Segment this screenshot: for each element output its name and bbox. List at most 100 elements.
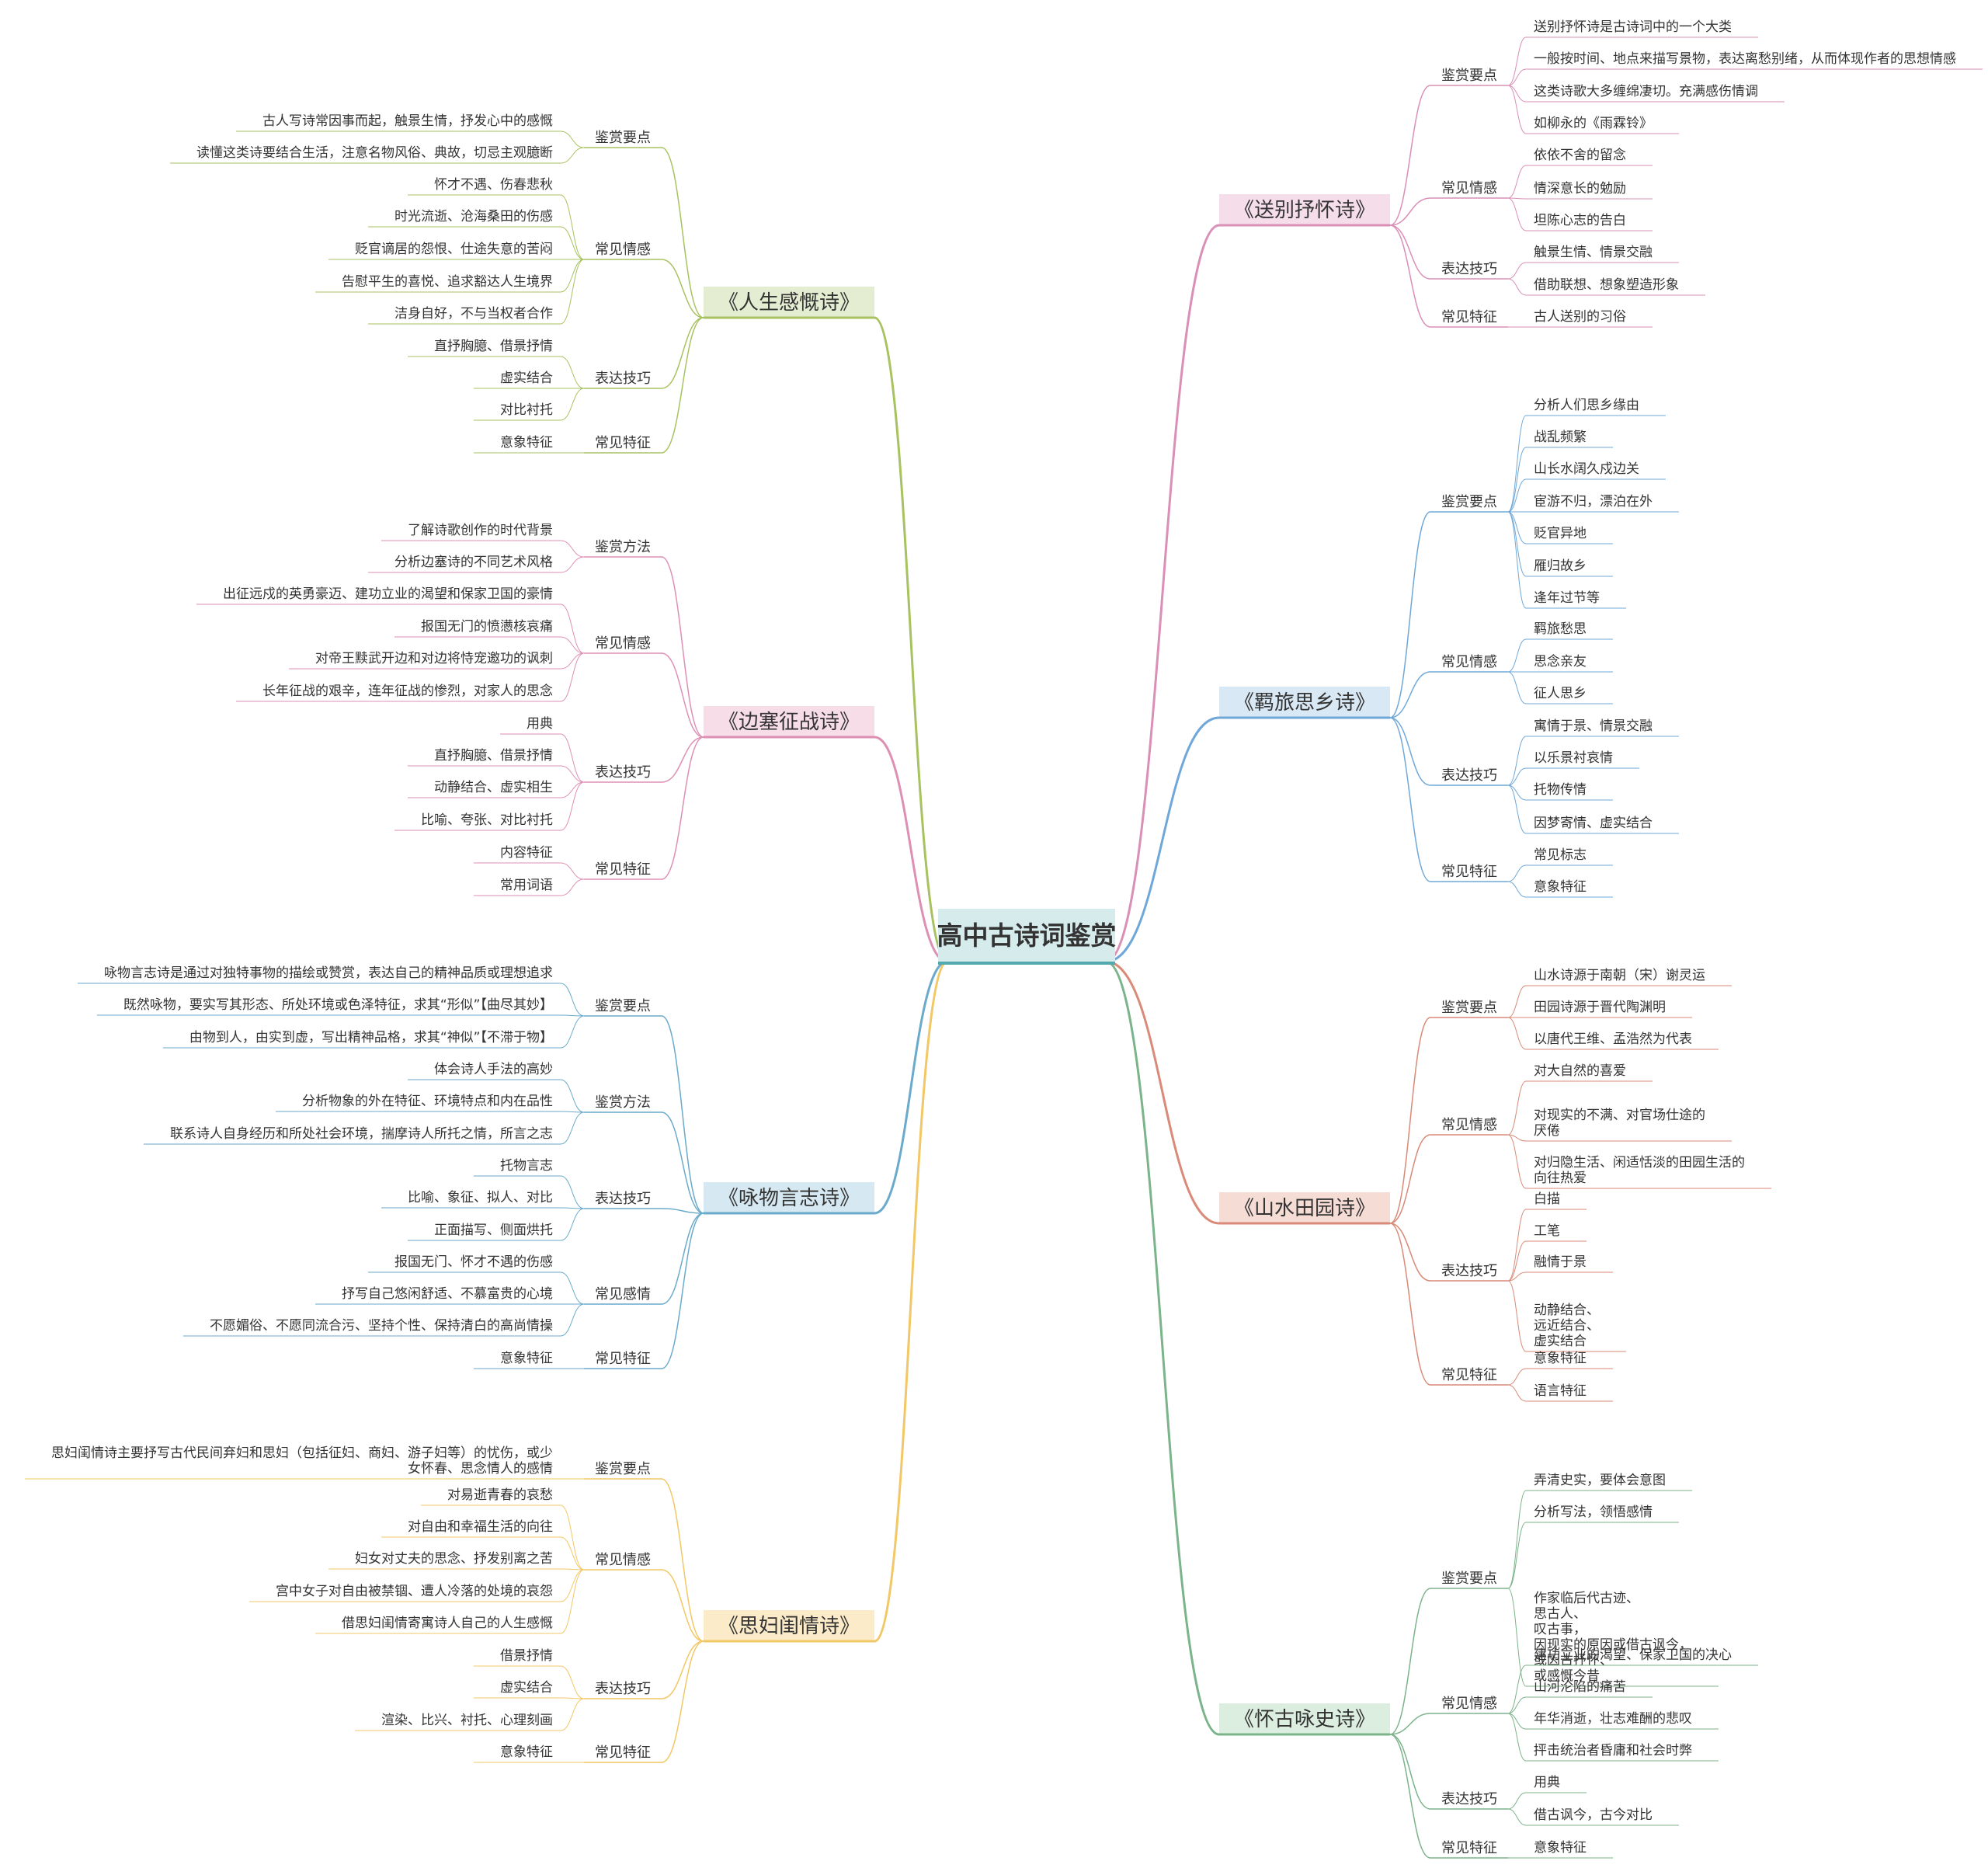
branch-node[interactable]: 鉴赏方法 xyxy=(584,539,662,558)
leaf-item[interactable]: 分析边塞诗的不同艺术风格 xyxy=(368,555,561,573)
branch-node[interactable]: 常见特征 xyxy=(584,435,662,454)
branch-node[interactable]: 常见感情 xyxy=(584,1286,662,1305)
leaf-item[interactable]: 意象特征 xyxy=(474,435,561,454)
leaf-item[interactable]: 由物到人，由实到虚，写出精神品格，求其“神似”【不滞于物】 xyxy=(162,1030,561,1049)
leaf-item[interactable]: 对比衬托 xyxy=(474,402,561,421)
leaf-item[interactable]: 咏物言志诗是通过对独特事物的描绘或赞赏，表达自己的精神品质或理想追求 xyxy=(78,965,561,984)
branch-node[interactable]: 常见情感 xyxy=(584,1552,662,1571)
leaf-item[interactable]: 对大自然的喜爱 xyxy=(1526,1063,1653,1082)
leaf-item[interactable]: 动静结合、虚实相生 xyxy=(408,780,561,798)
leaf-item[interactable]: 意象特征 xyxy=(1526,879,1613,898)
leaf-item[interactable]: 正面描写、侧面烘托 xyxy=(408,1223,561,1241)
leaf-item[interactable]: 意象特征 xyxy=(474,1351,561,1369)
leaf-item[interactable]: 渲染、比兴、衬托、心理刻画 xyxy=(355,1713,561,1731)
leaf-item[interactable]: 寓情于景、情景交融 xyxy=(1526,718,1679,737)
branch-node[interactable]: 鉴赏要点 xyxy=(1430,1571,1508,1589)
leaf-item[interactable]: 时光流逝、沧海桑田的伤感 xyxy=(368,209,561,228)
leaf-item[interactable]: 洁身自好，不与当权者合作 xyxy=(368,306,561,325)
leaf-item[interactable]: 用典 xyxy=(500,716,561,735)
leaf-item[interactable]: 分析人们思乡缘由 xyxy=(1526,398,1666,416)
root-node[interactable]: 高中古诗词鉴赏 xyxy=(937,909,1117,965)
leaf-item[interactable]: 以唐代王维、孟浩然为代表 xyxy=(1526,1031,1719,1050)
topic-node[interactable]: 《怀古咏史诗》 xyxy=(1219,1703,1390,1736)
branch-node[interactable]: 鉴赏要点 xyxy=(1430,68,1508,86)
topic-node[interactable]: 《边塞征战诗》 xyxy=(704,706,874,739)
leaf-item[interactable]: 宫中女子对自由被禁锢、遭人冷落的处境的哀怨 xyxy=(249,1584,561,1602)
leaf-item[interactable]: 对自由和幸福生活的向往 xyxy=(381,1519,561,1538)
branch-node[interactable]: 常见特征 xyxy=(1430,1367,1508,1386)
leaf-item[interactable]: 思念亲友 xyxy=(1526,653,1613,673)
branch-node[interactable]: 常见特征 xyxy=(584,861,662,880)
leaf-item[interactable]: 触景生情、情景交融 xyxy=(1526,245,1679,263)
branch-node[interactable]: 表达技巧 xyxy=(584,370,662,389)
leaf-item[interactable]: 战乱频繁 xyxy=(1526,430,1613,448)
branch-node[interactable]: 常见特征 xyxy=(1430,1840,1508,1859)
branch-node[interactable]: 鉴赏要点 xyxy=(584,130,662,148)
leaf-item[interactable]: 情深意长的勉励 xyxy=(1526,181,1653,200)
leaf-item[interactable]: 这类诗歌大多缠绵凄切。充满感伤情调 xyxy=(1526,84,1785,103)
branch-node[interactable]: 表达技巧 xyxy=(584,1191,662,1209)
leaf-item[interactable]: 贬官异地 xyxy=(1526,526,1613,544)
leaf-item[interactable]: 羁旅愁思 xyxy=(1526,621,1613,640)
leaf-item[interactable]: 古人写诗常因事而起，触景生情，抒发心中的感慨 xyxy=(236,113,561,132)
leaf-item[interactable]: 征人思乡 xyxy=(1526,686,1613,704)
leaf-item[interactable]: 比喻、夸张、对比衬托 xyxy=(394,812,561,831)
leaf-item[interactable]: 用典 xyxy=(1526,1775,1587,1793)
leaf-item[interactable]: 宦游不归，漂泊在外 xyxy=(1526,494,1679,513)
branch-node[interactable]: 表达技巧 xyxy=(584,1681,662,1699)
leaf-item[interactable]: 弄清史实，要体会意图 xyxy=(1526,1473,1692,1491)
leaf-item[interactable]: 怀才不遇、伤春悲秋 xyxy=(408,177,561,196)
leaf-item[interactable]: 借古讽今，古今对比 xyxy=(1526,1807,1679,1826)
leaf-item[interactable]: 意象特征 xyxy=(474,1745,561,1763)
branch-node[interactable]: 常见特征 xyxy=(584,1351,662,1369)
leaf-item[interactable]: 不愿媚俗、不愿同流合污、坚持个性、保持清白的高尚情操 xyxy=(183,1318,561,1337)
leaf-item[interactable]: 虚实结合 xyxy=(474,1680,561,1699)
branch-node[interactable]: 常见情感 xyxy=(1430,180,1508,199)
leaf-item[interactable]: 意象特征 xyxy=(1526,1351,1613,1369)
leaf-item[interactable]: 出征远戍的英勇豪迈、建功立业的渴望和保家卫国的豪情 xyxy=(196,586,561,605)
branch-node[interactable]: 常见情感 xyxy=(584,635,662,654)
leaf-item[interactable]: 内容特征 xyxy=(474,845,561,864)
leaf-item[interactable]: 一般按时间、地点来描写景物，表达离愁别绪，从而体现作者的思想情感 xyxy=(1526,51,1983,70)
leaf-item[interactable]: 比喻、象征、拟人、对比 xyxy=(381,1190,561,1209)
leaf-item[interactable]: 思妇闺情诗主要抒写古代民间弃妇和思妇（包括征妇、商妇、游子妇等）的忧伤，或少女怀… xyxy=(25,1445,561,1480)
leaf-item[interactable]: 对帝王黩武开边和对边将恃宠邀功的讽刺 xyxy=(289,651,561,670)
branch-node[interactable]: 表达技巧 xyxy=(1430,767,1508,786)
leaf-item[interactable]: 融情于景 xyxy=(1526,1254,1613,1273)
leaf-item[interactable]: 对现实的不满、对官场仕途的厌倦 xyxy=(1526,1108,1732,1142)
leaf-item[interactable]: 告慰平生的喜悦、追求豁达人生境界 xyxy=(315,274,561,293)
leaf-item[interactable]: 如柳永的《雨霖铃》 xyxy=(1526,116,1679,134)
branch-node[interactable]: 常见情感 xyxy=(1430,1117,1508,1136)
branch-node[interactable]: 常见特征 xyxy=(584,1745,662,1763)
leaf-item[interactable]: 山河沦陷的痛苦 xyxy=(1526,1679,1653,1698)
leaf-item[interactable]: 托物传情 xyxy=(1526,782,1613,801)
leaf-item[interactable]: 对归隐生活、闲适恬淡的田园生活的向往热爱 xyxy=(1526,1155,1771,1189)
leaf-item[interactable]: 虚实结合 xyxy=(474,370,561,389)
leaf-item[interactable]: 读懂这类诗要结合生活，注意名物风俗、典故，切忌主观臆断 xyxy=(170,145,561,164)
topic-node[interactable]: 《咏物言志诗》 xyxy=(704,1182,874,1215)
leaf-item[interactable]: 常用词语 xyxy=(474,878,561,896)
leaf-item[interactable]: 山长水阔久戍边关 xyxy=(1526,461,1666,480)
branch-node[interactable]: 表达技巧 xyxy=(584,764,662,783)
leaf-item[interactable]: 白描 xyxy=(1526,1191,1587,1210)
branch-node[interactable]: 表达技巧 xyxy=(1430,1791,1508,1810)
branch-node[interactable]: 鉴赏要点 xyxy=(584,1461,662,1480)
leaf-item[interactable]: 抨击统治者昏庸和社会时弊 xyxy=(1526,1743,1719,1762)
branch-node[interactable]: 常见特征 xyxy=(1430,309,1508,328)
branch-node[interactable]: 常见情感 xyxy=(1430,1696,1508,1714)
topic-node[interactable]: 《山水田园诗》 xyxy=(1219,1192,1390,1225)
leaf-item[interactable]: 妇女对丈夫的思念、抒发别离之苦 xyxy=(328,1550,561,1570)
topic-node[interactable]: 《羁旅思乡诗》 xyxy=(1219,687,1390,719)
leaf-item[interactable]: 报国无门、怀才不遇的伤感 xyxy=(368,1254,561,1273)
branch-node[interactable]: 表达技巧 xyxy=(1430,261,1508,280)
leaf-item[interactable]: 分析写法，领悟感情 xyxy=(1526,1505,1679,1523)
branch-node[interactable]: 常见特征 xyxy=(1430,864,1508,882)
leaf-item[interactable]: 送别抒怀诗是古诗词中的一个大类 xyxy=(1526,19,1758,38)
branch-node[interactable]: 鉴赏方法 xyxy=(584,1094,662,1113)
leaf-item[interactable]: 对易逝青春的哀愁 xyxy=(421,1487,561,1506)
leaf-item[interactable]: 田园诗源于晋代陶渊明 xyxy=(1526,1000,1692,1018)
branch-node[interactable]: 常见情感 xyxy=(1430,654,1508,673)
leaf-item[interactable]: 抒写自己悠闲舒适、不慕富贵的心境 xyxy=(315,1286,561,1305)
branch-node[interactable]: 常见情感 xyxy=(584,242,662,260)
leaf-item[interactable]: 作家临后代古迹、思古人、叹古事，因现实的原因或借古讽今，或因古抒怀、或感慨今昔 xyxy=(1526,1591,1719,1687)
